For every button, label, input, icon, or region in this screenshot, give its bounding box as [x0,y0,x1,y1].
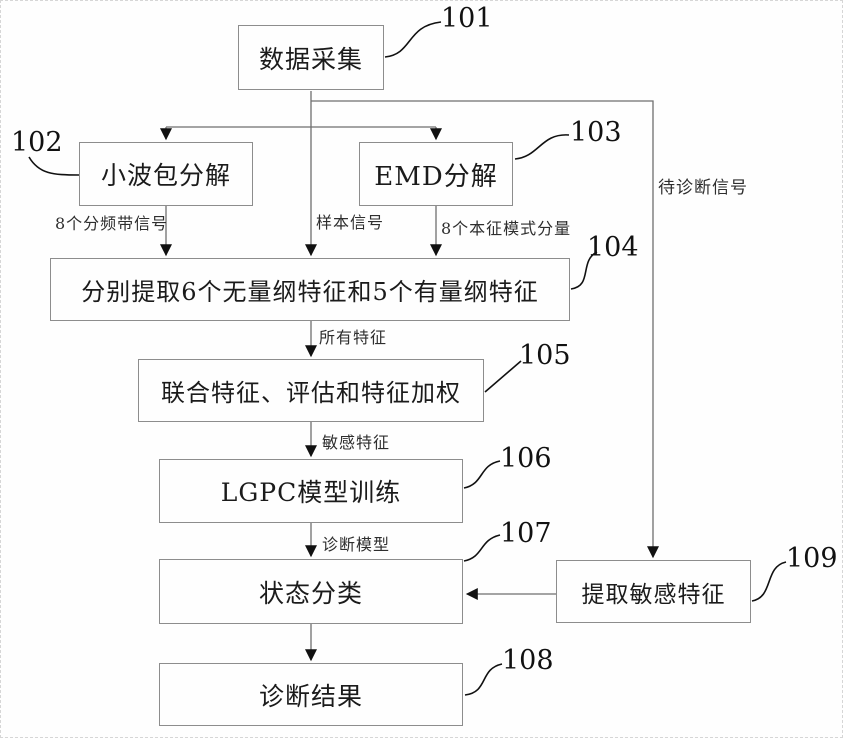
node-diagnosis-result: 诊断结果 [159,663,463,726]
ref-label-106: 106 [500,443,552,474]
edge-label-sample-signal: 样本信号 [316,213,385,232]
node-feature-extraction: 分别提取6个无量纲特征和5个有量纲特征 [50,258,570,321]
ref-label-107: 107 [500,518,552,549]
edge-label-sensitive-features: 敏感特征 [322,433,391,452]
ref-leader-101 [384,21,442,58]
ref-label-105: 105 [519,340,571,371]
edge-label-wavelet-out: 8个分频带信号 [55,214,169,233]
ref-leader-106 [463,460,501,489]
edge-label-emd-out: 8个本征模式分量 [441,219,572,238]
node-feature-fusion-weighting: 联合特征、评估和特征加权 [138,359,484,422]
edge-label-signal-to-diagnose: 待诊断信号 [658,178,748,198]
node-emd-decomposition: EMD分解 [359,142,513,206]
node-extract-sensitive-features: 提取敏感特征 [556,560,751,623]
node-data-acquisition: 数据采集 [238,25,384,90]
edge-label-diagnosis-model: 诊断模型 [322,535,391,554]
ref-leader-109 [751,561,787,602]
ref-leader-103 [514,134,570,160]
ref-leader-105 [484,360,522,393]
node-state-classification: 状态分类 [159,559,463,624]
ref-leader-108 [464,663,503,696]
ref-leader-102 [28,156,80,176]
edge-label-all-features: 所有特征 [319,328,388,347]
edge-signal-to-diagnose [311,100,659,559]
ref-leader-107 [463,534,501,562]
node-wavelet-packet-decomposition: 小波包分解 [79,142,253,206]
ref-label-101: 101 [441,3,493,34]
ref-label-103: 103 [570,117,622,148]
ref-leader-104 [570,251,598,290]
ref-label-102: 102 [11,127,63,158]
ref-label-109: 109 [786,543,838,574]
ref-label-104: 104 [587,232,639,263]
node-lgpc-model-training: LGPC模型训练 [159,459,463,523]
ref-label-108: 108 [502,645,554,676]
